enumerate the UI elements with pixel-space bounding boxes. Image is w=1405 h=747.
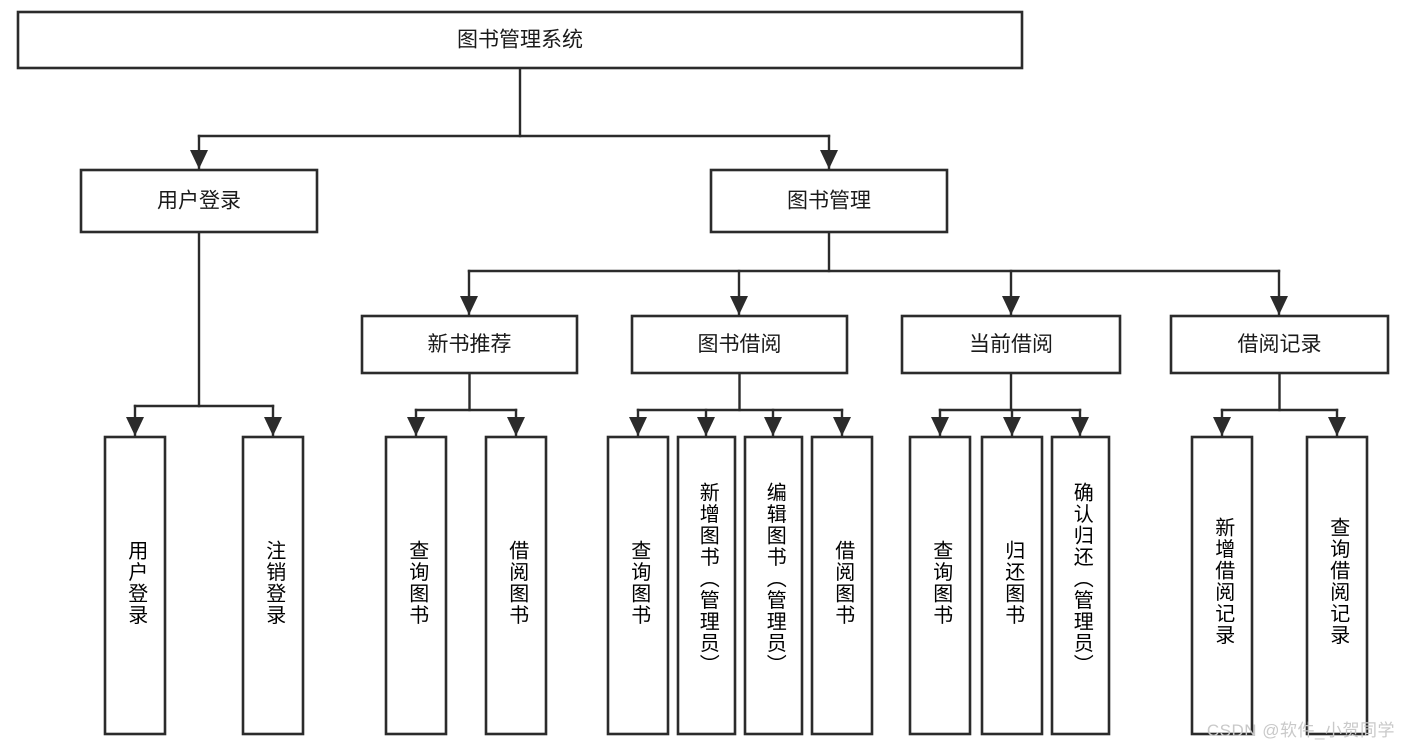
watermark-text: CSDN @软件_小贺同学 (1206, 721, 1395, 740)
node-box-root (16, 10, 1024, 70)
node-box-leaf-add-borrow-record (1190, 435, 1254, 736)
arrow-head (407, 417, 425, 436)
connector-bookborrow-to-leaves-bus (629, 371, 851, 437)
arrow-head (264, 417, 282, 436)
node-box-leaf-borrow-books (810, 435, 874, 736)
node-box-borrow-records (1169, 314, 1390, 375)
node-label-user-login: 用户登录 (157, 190, 241, 213)
connector-bookmgmt-to-level3-bus (460, 230, 1288, 316)
node-label-book-management: 图书管理 (787, 190, 871, 213)
connector-currentborrow-to-leaves-bus (931, 371, 1089, 437)
arrow-head (126, 417, 144, 436)
node-box-user-login (79, 168, 319, 234)
arrow-head (820, 150, 838, 169)
arrow-head (764, 417, 782, 436)
node-box-current-borrow (900, 314, 1122, 375)
node-label-new-book-recommend: 新书推荐 (428, 333, 512, 356)
node-box-leaf-logout (241, 435, 305, 736)
arrow-head (1003, 417, 1021, 436)
node-label-root: 图书管理系统 (457, 29, 583, 52)
connector-userlogin-to-leaves-bus (126, 230, 282, 437)
node-box-leaf-user-login (103, 435, 167, 736)
node-label-borrow-records: 借阅记录 (1238, 333, 1322, 356)
node-box-leaf-query-books-recommend (384, 435, 448, 736)
node-box-leaf-query-books-current (908, 435, 972, 736)
node-box-leaf-query-borrow-record (1305, 435, 1369, 736)
connector-recommend-to-leaves-bus (407, 371, 525, 437)
arrow-head (1071, 417, 1089, 436)
node-box-book-borrow (630, 314, 849, 375)
node-box-leaf-return-books (980, 435, 1044, 736)
node-box-book-management (709, 168, 949, 234)
connector-root-to-level2-bus (190, 66, 838, 170)
arrow-head (1213, 417, 1231, 436)
arrow-head (629, 417, 647, 436)
arrow-head (931, 417, 949, 436)
arrow-head (1002, 296, 1020, 315)
node-box-leaf-edit-book-admin (743, 435, 804, 736)
connector-records-to-leaves-bus (1213, 371, 1346, 437)
arrow-head (730, 296, 748, 315)
arrow-head (190, 150, 208, 169)
connector-layer (126, 66, 1346, 437)
arrow-head (1270, 296, 1288, 315)
arrow-head (1328, 417, 1346, 436)
node-label-book-borrow: 图书借阅 (698, 333, 782, 356)
node-box-leaf-confirm-return-admin (1050, 435, 1111, 736)
node-box-layer (16, 10, 1390, 736)
node-label-current-borrow: 当前借阅 (969, 333, 1053, 356)
arrow-head (697, 417, 715, 436)
arrow-head (833, 417, 851, 436)
node-box-leaf-borrow-books-recommend (484, 435, 548, 736)
node-box-leaf-add-book-admin (676, 435, 737, 736)
node-box-new-book-recommend (360, 314, 579, 375)
arrow-head (507, 417, 525, 436)
node-box-leaf-query-books-borrow (606, 435, 670, 736)
arrow-head (460, 296, 478, 315)
